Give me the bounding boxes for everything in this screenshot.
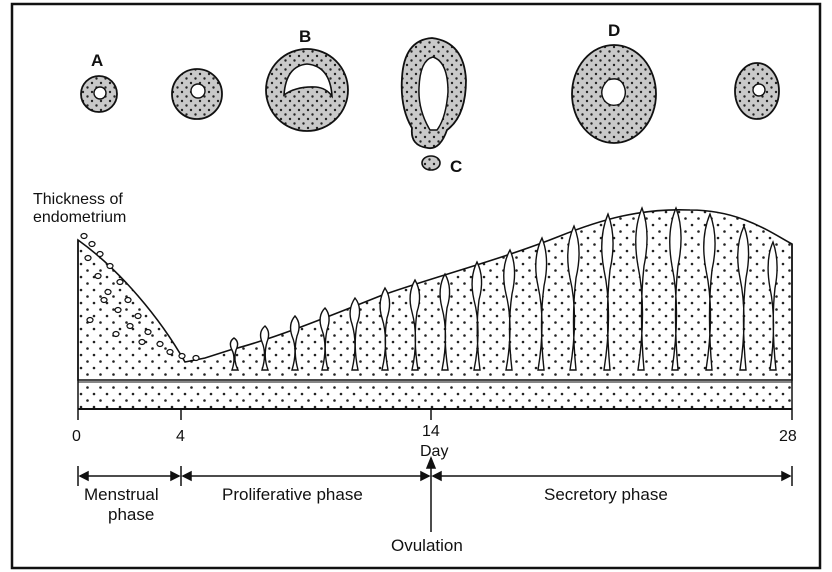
menstrual-phase-label-2: phase bbox=[108, 505, 154, 524]
secretory-phase-label: Secretory phase bbox=[544, 485, 668, 504]
x-axis-title: Day bbox=[420, 443, 448, 460]
y-axis-label-line1: Thickness of bbox=[33, 191, 123, 208]
figure-border bbox=[10, 2, 822, 570]
tick-label-0: 0 bbox=[72, 428, 81, 445]
label-d: D bbox=[608, 21, 620, 40]
follicle-b bbox=[265, 48, 349, 132]
follicle-c bbox=[421, 155, 441, 171]
basal-layer bbox=[78, 382, 792, 408]
follicle-d bbox=[571, 44, 657, 144]
follicle-regressing bbox=[734, 62, 780, 120]
ovulation-label: Ovulation bbox=[391, 536, 463, 555]
endometrium-profile bbox=[77, 208, 793, 381]
menstrual-phase-label-1: Menstrual bbox=[84, 485, 159, 504]
follicle-stage-2 bbox=[171, 68, 223, 120]
label-c: C bbox=[450, 157, 462, 176]
gland-columns bbox=[229, 206, 778, 371]
y-axis-label-line2: endometrium bbox=[33, 209, 126, 226]
proliferative-phase-label: Proliferative phase bbox=[222, 485, 363, 504]
shedding-cells bbox=[80, 232, 200, 362]
tick-label-4: 4 bbox=[176, 428, 185, 445]
tick-label-14: 14 bbox=[422, 423, 440, 440]
follicle-a bbox=[80, 75, 118, 113]
label-b: B bbox=[299, 27, 311, 46]
follicle-ovulating bbox=[400, 37, 467, 150]
phase-arrows bbox=[77, 455, 793, 532]
label-a: A bbox=[91, 51, 103, 70]
tick-label-28: 28 bbox=[779, 428, 797, 445]
